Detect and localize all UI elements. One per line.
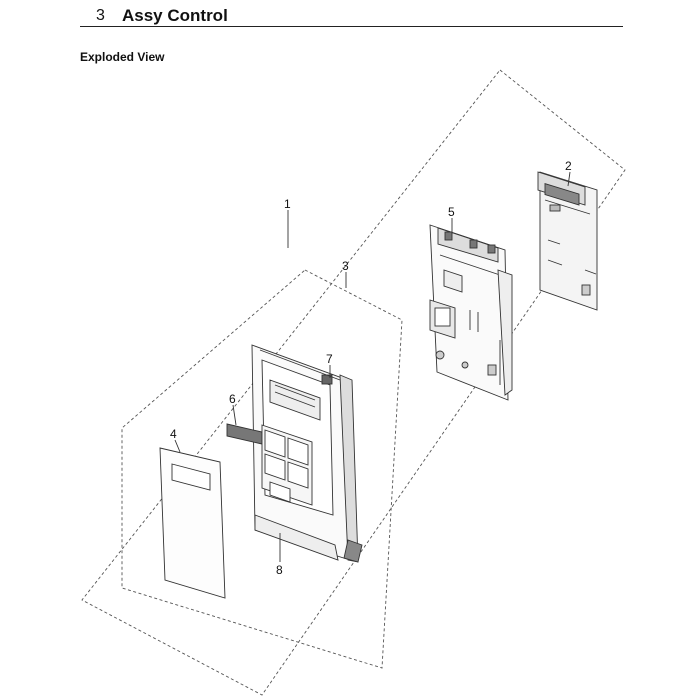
- assy-1-boundary: [81, 69, 626, 696]
- view-subtitle: Exploded View: [80, 50, 165, 64]
- leader-lines: [174, 171, 571, 562]
- part-4-membrane-sheet: [159, 447, 226, 599]
- leader-6: [232, 404, 237, 426]
- callout-5: 5: [448, 205, 455, 219]
- leader-4: [174, 439, 181, 453]
- callout-3: 3: [342, 259, 349, 273]
- callout-1: 1: [284, 197, 291, 211]
- callout-2: 2: [565, 159, 572, 173]
- callout-7: 7: [326, 352, 333, 366]
- callout-labels: 1 2 3 4 5 6 7 8: [170, 159, 572, 577]
- section-number: 3: [96, 7, 105, 24]
- callout-4: 4: [170, 427, 177, 441]
- section-title: Assy Control: [122, 6, 228, 25]
- callout-6: 6: [229, 392, 236, 406]
- part-keypad-grid: [261, 424, 313, 506]
- section-header: 3 Assy Control: [80, 4, 623, 27]
- part-2-display-pcb: [537, 171, 598, 311]
- assy-3-boundary: [121, 269, 403, 669]
- callout-8: 8: [276, 563, 283, 577]
- part-5-bracket: [429, 224, 513, 401]
- leader-2: [567, 171, 571, 187]
